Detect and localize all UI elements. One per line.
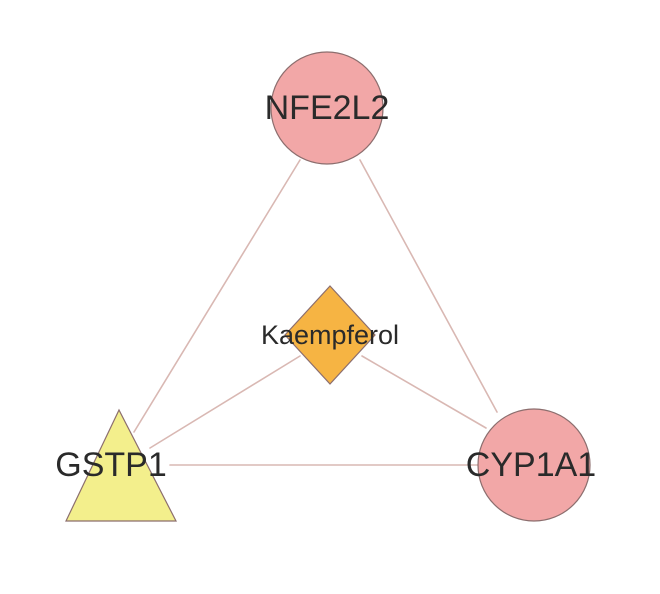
edge-nfe2l2-gstp1 — [133, 159, 301, 433]
node-kaempferol[interactable]: Kaempferol — [261, 285, 399, 385]
node-kaempferol-diamond — [284, 285, 376, 385]
node-gstp1-triangle — [65, 408, 177, 522]
node-gstp1[interactable]: GSTP1 — [55, 408, 177, 522]
edge-nfe2l2-cyp1a1 — [359, 159, 498, 413]
node-cyp1a1[interactable]: CYP1A1 — [466, 408, 596, 522]
edge-kaempferol-gstp1 — [149, 355, 301, 449]
node-nfe2l2-label: NFE2L2 — [265, 89, 390, 127]
nodes-layer: NFE2L2 Kaempferol GSTP1 CYP1A1 — [55, 51, 596, 522]
edge-kaempferol-cyp1a1 — [361, 355, 487, 429]
node-gstp1-label: GSTP1 — [55, 446, 166, 484]
node-cyp1a1-circle — [477, 408, 591, 522]
node-nfe2l2-circle — [270, 51, 384, 165]
node-cyp1a1-label: CYP1A1 — [466, 446, 596, 484]
node-nfe2l2[interactable]: NFE2L2 — [265, 51, 390, 165]
edges-layer — [133, 159, 498, 466]
node-kaempferol-label: Kaempferol — [261, 320, 399, 350]
